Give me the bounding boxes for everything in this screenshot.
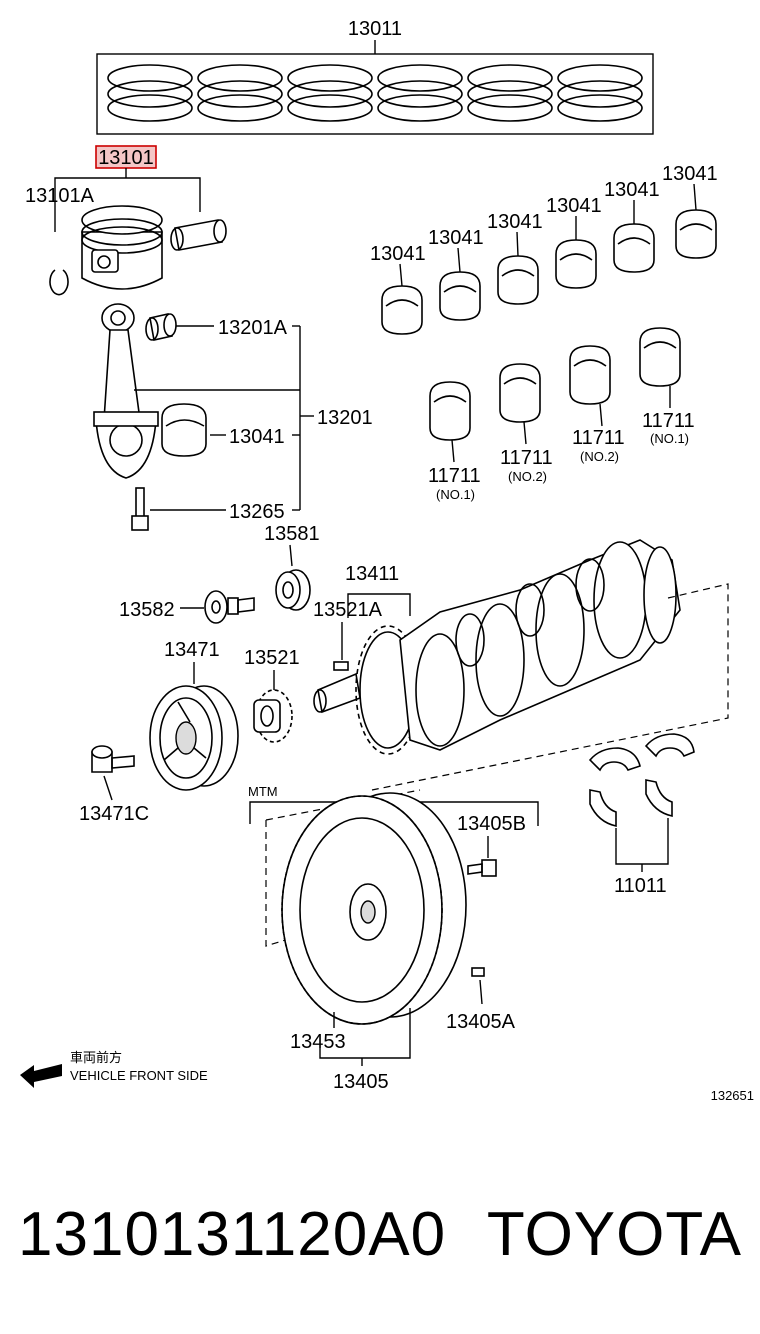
- pulley-group[interactable]: 13471: [149, 639, 239, 791]
- piston-ring-3: [287, 64, 373, 122]
- label-flywheel: 13405: [333, 1071, 389, 1093]
- pulley-icon: [149, 685, 239, 791]
- label-pulley: 13471: [164, 639, 220, 661]
- label-main-bearing-6: 13041: [662, 163, 718, 185]
- rod-bolt-icon: [131, 487, 149, 531]
- label-lower-bearing-4-note: (NO.1): [650, 431, 689, 446]
- parts-diagram: 13011 13101 13101A: [20, 18, 754, 1103]
- crank-key-group[interactable]: 13521A: [313, 599, 383, 671]
- label-flywheel-pin: 13405A: [446, 1011, 516, 1033]
- label-main-bearing-2: 13041: [428, 227, 484, 249]
- label-rod-assembly: 13201: [317, 407, 373, 429]
- pulley-bolt-group[interactable]: 13582: [119, 590, 255, 624]
- label-lower-bearing-1-note: (NO.1): [436, 487, 475, 502]
- piston-ring-4: [377, 64, 463, 122]
- label-rod-bearing: 13041: [229, 426, 285, 448]
- label-crank-washer: 13581: [264, 523, 320, 545]
- label-main-bearing-1: 13041: [370, 243, 426, 265]
- crank-key-icon: [333, 661, 349, 671]
- flywheel-pin-icon: [471, 967, 485, 977]
- footer: 1310131120A0 TOYOTA: [0, 1180, 760, 1290]
- piston-ring-5: [467, 64, 553, 122]
- label-lower-bearing-4: 11711: [642, 410, 695, 432]
- timing-gear-group[interactable]: 13521: [244, 647, 300, 743]
- label-front-side-en: VEHICLE FRONT SIDE: [70, 1068, 208, 1083]
- main-bearing-6-icon: [675, 209, 717, 259]
- label-thrust-washer: 11011: [614, 875, 667, 897]
- main-bearing-5-icon: [613, 223, 655, 273]
- piston-ring-1: [107, 64, 193, 122]
- thrust-washer-group[interactable]: 11011: [588, 733, 695, 897]
- label-lower-bearing-2-note: (NO.2): [508, 469, 547, 484]
- piston-icon: [81, 205, 163, 290]
- vehicle-front-indicator: 車両前方 VEHICLE FRONT SIDE: [20, 1050, 208, 1088]
- label-snap-ring: 13101A: [25, 185, 95, 207]
- label-mtm: MTM: [248, 784, 278, 799]
- piston-pin-icon: [170, 219, 227, 251]
- label-ring-set: 13011: [348, 18, 402, 40]
- lower-bearing-2-icon: [499, 363, 541, 423]
- label-crankshaft: 13411: [345, 563, 399, 585]
- label-flywheel-bolt: 13405B: [457, 813, 526, 835]
- crank-washer-group[interactable]: 13581: [264, 523, 320, 611]
- label-timing-gear: 13521: [244, 647, 300, 669]
- lower-bearing-3-icon: [569, 345, 611, 405]
- piston-group[interactable]: 13101 13101A: [25, 145, 227, 296]
- lower-bearing-1-icon: [429, 381, 471, 441]
- label-piston: 13101: [98, 147, 154, 169]
- label-main-bearing-3: 13041: [487, 211, 543, 233]
- label-main-bearing-5: 13041: [604, 179, 660, 201]
- label-main-bearing-4: 13041: [546, 195, 602, 217]
- label-crank-key: 13521A: [313, 599, 383, 621]
- pulley-bolt-lower-group[interactable]: 13471C: [79, 745, 149, 825]
- label-ring-gear: 13453: [290, 1031, 346, 1053]
- part-number: 1310131120A0: [18, 1200, 447, 1269]
- diagram-code: 132651: [711, 1088, 754, 1103]
- main-bearing-1-icon: [381, 285, 423, 335]
- main-bearing-3-icon: [497, 255, 539, 305]
- piston-ring-2: [197, 64, 283, 122]
- crankshaft-icon: [313, 539, 681, 755]
- main-bearings-upper-group[interactable]: 13041 13041 13041 13041 13041 13041: [370, 163, 718, 335]
- label-pulley-bolt: 13582: [119, 599, 175, 621]
- rod-bearing-icon: [161, 403, 207, 457]
- flywheel-bolt-icon: [467, 859, 497, 877]
- label-front-side-jp: 車両前方: [70, 1050, 122, 1065]
- flywheel-icon: [281, 792, 467, 1025]
- ring-set-group[interactable]: 13011: [96, 18, 654, 135]
- thrust-washer-icon-1: [588, 747, 641, 827]
- crank-washer-icon: [275, 569, 311, 611]
- crankshaft-group[interactable]: 13411: [313, 539, 729, 791]
- main-bearings-lower-group[interactable]: 11711 (NO.1) 11711 (NO.2) 11711 (NO.2) 1…: [428, 327, 695, 502]
- brand-name: TOYOTA: [486, 1200, 742, 1269]
- label-lower-bearing-3-note: (NO.2): [580, 449, 619, 464]
- label-rod-bushing: 13201A: [218, 317, 288, 339]
- pulley-bolt-lower-icon: [91, 745, 135, 773]
- label-rod-bolt: 13265: [229, 501, 285, 523]
- lower-bearing-4-icon: [639, 327, 681, 387]
- connecting-rod-group[interactable]: 13201A 13041 13265 13201: [93, 303, 373, 531]
- connecting-rod-icon: [93, 303, 159, 479]
- pulley-bolt-icon: [204, 590, 255, 624]
- thrust-washer-icon-2: [644, 733, 695, 817]
- left-arrow-icon: [20, 1064, 62, 1088]
- snap-ring-icon: [49, 269, 69, 296]
- flywheel-section[interactable]: MTM 13405B 13405A 13453 13405: [248, 784, 539, 1093]
- label-lower-bearing-1: 11711: [428, 465, 481, 487]
- timing-gear-icon: [253, 689, 293, 743]
- label-pulley-bolt-lower: 13471C: [79, 803, 149, 825]
- rod-bushing-icon: [145, 313, 177, 341]
- piston-ring-6: [557, 64, 643, 122]
- label-lower-bearing-2: 11711: [500, 447, 553, 469]
- main-bearing-2-icon: [439, 271, 481, 321]
- label-lower-bearing-3: 11711: [572, 427, 625, 449]
- main-bearing-4-icon: [555, 239, 597, 289]
